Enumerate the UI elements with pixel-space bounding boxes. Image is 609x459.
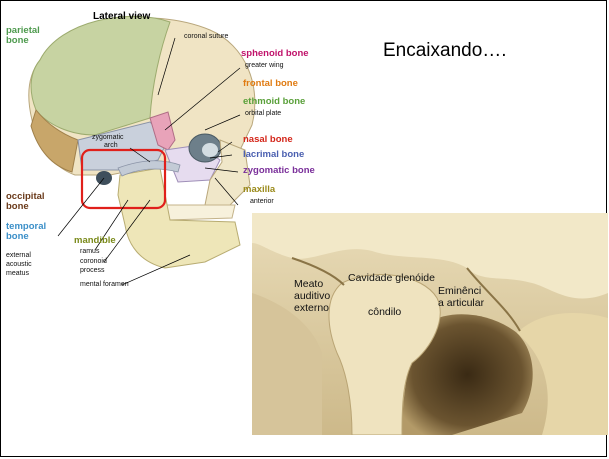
- label-sphenoid-bone: sphenoid bone: [241, 49, 309, 59]
- diagram-heading: Lateral view: [93, 12, 150, 22]
- label-temporal-line2: bone: [6, 232, 29, 242]
- label-parietal-line2: bone: [6, 36, 29, 46]
- label-ethmoid-bone: ethmoid bone: [243, 97, 305, 107]
- label-mandible: mandible: [74, 236, 116, 246]
- label-lacrimal-bone: lacrimal bone: [243, 150, 304, 160]
- label-occipital-line2: bone: [6, 202, 29, 212]
- label-maxilla: maxilla: [243, 185, 275, 195]
- slide-title: Encaixando….: [383, 40, 507, 62]
- label-coronoid-line1: coronoid: [80, 258, 107, 266]
- label-greater-wing: greater wing: [245, 62, 284, 70]
- label-condilo: côndilo: [368, 306, 401, 318]
- label-external-line1: external: [6, 252, 31, 260]
- label-cavidade-glenoide: Cavidade glenóide: [348, 272, 435, 284]
- label-meato-line2: auditivo: [294, 290, 330, 302]
- label-meato-line1: Meato: [294, 278, 323, 290]
- tmj-bone-photo: Meato auditivo externo Cavidade glenóide…: [252, 213, 608, 435]
- label-external-line3: meatus: [6, 270, 29, 278]
- label-external-line2: acoustic: [6, 261, 32, 269]
- label-orbital-plate: orbital plate: [245, 110, 281, 118]
- label-ramus: ramus: [80, 248, 99, 256]
- label-zygomatic-bone: zygomatic bone: [243, 166, 315, 176]
- label-eminencia-line2: a articular: [438, 297, 484, 309]
- label-mental-foramen: mental foramen: [80, 281, 129, 289]
- label-coronal-suture: coronal suture: [184, 33, 228, 41]
- label-coronoid-line2: process: [80, 267, 105, 275]
- label-nasal-bone: nasal bone: [243, 135, 293, 145]
- label-zygomatic-arch-line1: zygomatic: [92, 134, 124, 142]
- bone-photo-drawing: [252, 213, 608, 435]
- label-zygomatic-arch-line2: arch: [104, 142, 118, 150]
- label-meato-line3: externo: [294, 302, 329, 314]
- label-eminencia-line1: Eminênci: [438, 285, 481, 297]
- label-frontal-bone: frontal bone: [243, 79, 298, 89]
- label-anterior: anterior: [250, 198, 274, 206]
